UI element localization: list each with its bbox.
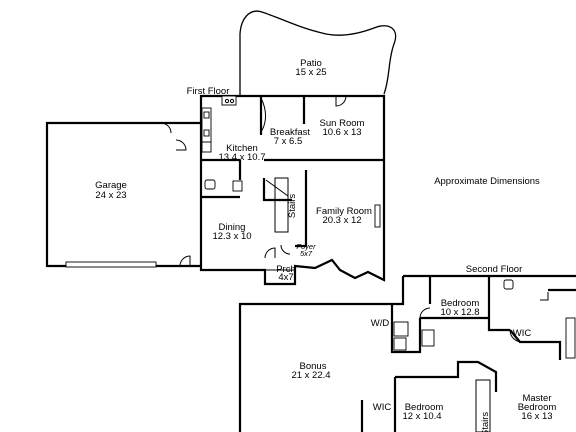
door — [280, 244, 291, 255]
fridge — [201, 141, 212, 153]
wall-stub — [540, 292, 549, 301]
foyer-dims: 5x7 — [300, 249, 313, 258]
bedroom-1-dims: 10 x 12.8 — [440, 307, 479, 318]
garage-label: Garage — [95, 180, 127, 191]
door — [419, 307, 431, 319]
vanity — [565, 317, 576, 359]
breakfast-dims: 7 x 6.5 — [274, 136, 303, 147]
door — [264, 247, 276, 259]
kitchen-label: Kitchen — [226, 143, 258, 154]
stairs-box-1 — [274, 177, 289, 233]
stair-line — [265, 179, 289, 197]
family-room-label: Family Room — [316, 206, 372, 217]
interior-wall — [395, 360, 498, 392]
sink — [203, 111, 210, 119]
stairs-box-2 — [475, 379, 491, 432]
stairs-label-2: Stairs — [480, 412, 491, 432]
sink — [421, 329, 435, 347]
interior-wall — [262, 178, 292, 202]
sink-halfbath — [232, 180, 243, 192]
second-floor-title: Second Floor — [466, 264, 523, 275]
first-floor-title: First Floor — [187, 86, 230, 97]
wd-label: W/D — [371, 318, 390, 329]
sun-room-label: Sun Room — [320, 118, 365, 129]
door — [160, 122, 172, 134]
toilet — [393, 337, 407, 351]
interior-wall — [260, 97, 266, 133]
interior-wall — [390, 304, 422, 354]
garage-door — [65, 261, 157, 268]
dining-dims: 12.3 x 10 — [212, 231, 251, 242]
patio-outline — [239, 10, 397, 96]
interior-wall — [509, 329, 562, 360]
door — [335, 95, 347, 107]
breakfast-label: Breakfast — [270, 127, 310, 138]
master-dims: 16 x 13 — [521, 411, 552, 422]
toilet — [204, 179, 216, 190]
bonus-dims: 21 x 22.4 — [291, 370, 330, 381]
window — [374, 204, 381, 228]
porch-dims: 4x7 — [278, 272, 293, 283]
master-label-2: Bedroom — [518, 402, 557, 413]
washer — [393, 321, 409, 337]
bedroom-2-dims: 12 x 10.4 — [402, 411, 441, 422]
family-room-dims: 20.3 x 12 — [322, 215, 361, 226]
door — [175, 139, 187, 151]
wic-1-label: WIC — [513, 328, 532, 339]
patio-dims: 15 x 25 — [295, 67, 326, 78]
burner — [229, 98, 235, 104]
first-floor-plan — [45, 10, 397, 286]
door — [509, 329, 523, 343]
approximate-dimensions-note: Approximate Dimensions — [434, 176, 540, 187]
burner — [224, 98, 230, 104]
bonus-label: Bonus — [300, 361, 327, 372]
sun-room-dims: 10.6 x 13 — [322, 127, 361, 138]
stairs-label-1: Stairs — [287, 194, 298, 219]
patio-label: Patio — [300, 58, 322, 69]
house-exterior-wall — [199, 94, 386, 286]
interior-wall — [295, 170, 308, 248]
master-label: Master — [522, 393, 551, 404]
porch-label: Prch — [276, 264, 296, 275]
bedroom-2-label: Bedroom — [405, 402, 444, 413]
second-floor-plan — [238, 274, 576, 432]
dishwasher — [203, 129, 210, 137]
labels: First Floor Second Floor Approximate Dim… — [95, 58, 556, 432]
wic-2-label: WIC — [373, 402, 392, 413]
toilet — [503, 279, 514, 290]
foyer-label: Foyer — [296, 242, 316, 251]
dining-label: Dining — [219, 222, 246, 233]
interior-wall — [487, 276, 510, 332]
bedroom-1-label: Bedroom — [441, 298, 480, 309]
door — [179, 255, 191, 267]
kitchen-dims: 13.4 x 10.7 — [218, 152, 265, 163]
garage-dims: 24 x 23 — [95, 190, 126, 201]
